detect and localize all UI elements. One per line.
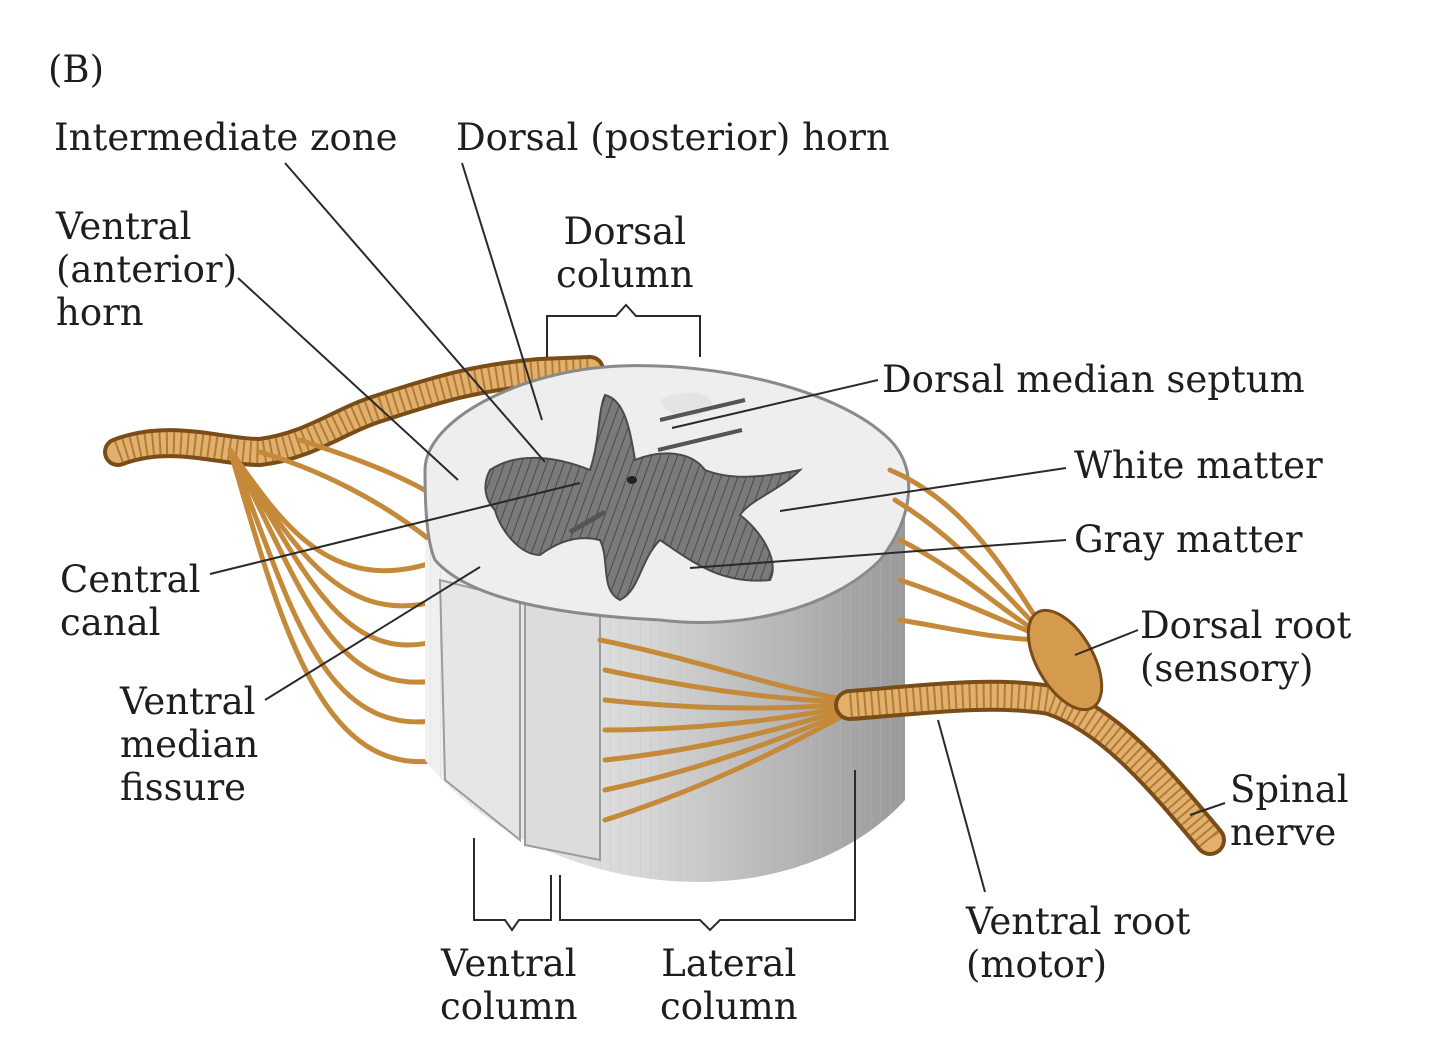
right-spinal-nerve bbox=[834, 608, 1226, 856]
label-dorsal-root: Dorsal root (sensory) bbox=[1140, 604, 1351, 690]
right-rootlets bbox=[597, 467, 1053, 823]
label-line: (anterior) bbox=[56, 248, 238, 291]
label-line: column bbox=[660, 985, 798, 1028]
label-ventral-root: Ventral root (motor) bbox=[966, 900, 1190, 986]
label-white-matter: White matter bbox=[1074, 444, 1323, 487]
label-line: Ventral bbox=[441, 942, 577, 985]
label-line: Central bbox=[60, 558, 201, 601]
label-gray-matter: Gray matter bbox=[1074, 518, 1303, 561]
label-dorsal-horn: Dorsal (posterior) horn bbox=[456, 116, 890, 159]
label-line: canal bbox=[60, 601, 161, 644]
cord-cross-section bbox=[423, 364, 911, 624]
label-line: column bbox=[556, 253, 694, 296]
label-dorsal-column: Dorsal column bbox=[556, 210, 694, 296]
label-line: (motor) bbox=[966, 943, 1108, 986]
label-line: fissure bbox=[120, 766, 247, 809]
label-line: (sensory) bbox=[1140, 647, 1314, 690]
left-spinal-nerve bbox=[103, 355, 605, 468]
label-line: Ventral root bbox=[966, 900, 1191, 943]
label-line: Spinal bbox=[1230, 768, 1349, 811]
label-line: Ventral bbox=[120, 680, 256, 723]
label-central-canal: Central canal bbox=[60, 558, 200, 644]
dorsal-root-ganglion bbox=[1026, 608, 1104, 712]
label-line: Lateral bbox=[661, 942, 797, 985]
label-intermediate-zone: Intermediate zone bbox=[54, 116, 398, 159]
label-ventral-column: Ventral column bbox=[440, 942, 578, 1028]
label-lateral-column: Lateral column bbox=[660, 942, 798, 1028]
label-dorsal-median-septum: Dorsal median septum bbox=[882, 358, 1305, 401]
label-ventral-horn: Ventral (anterior) horn bbox=[56, 205, 237, 334]
label-line: horn bbox=[56, 291, 144, 334]
label-line: Dorsal bbox=[563, 210, 687, 253]
label-ventral-median-fissure: Ventral median fissure bbox=[120, 680, 258, 809]
label-line: column bbox=[440, 985, 578, 1028]
leader-lines bbox=[209, 162, 1226, 932]
label-line: Dorsal root bbox=[1140, 604, 1352, 647]
label-line: nerve bbox=[1230, 811, 1337, 854]
panel-label: (B) bbox=[48, 48, 105, 91]
label-line: Ventral bbox=[56, 205, 192, 248]
label-spinal-nerve: Spinal nerve bbox=[1230, 768, 1349, 854]
label-line: median bbox=[120, 723, 259, 766]
